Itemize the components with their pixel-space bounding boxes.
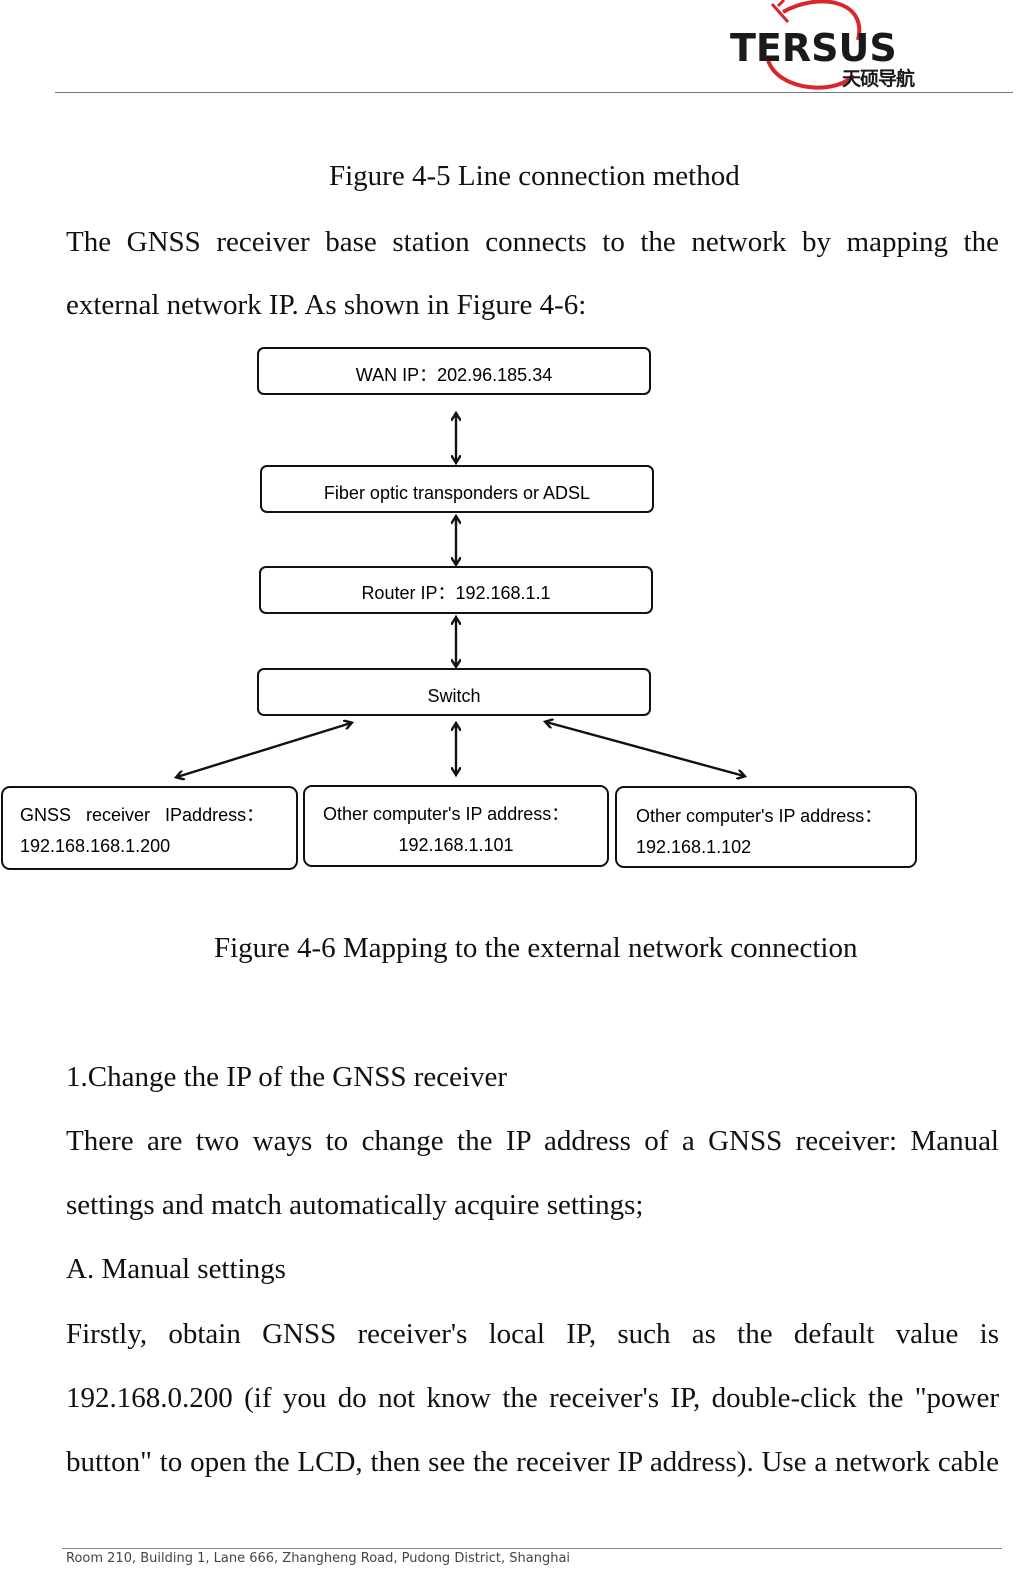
other-computer-1-label-line-1: Other computer's IP address： [323, 804, 569, 824]
paragraph-2-line-3: button" to open the LCD, then see the re… [66, 1446, 999, 1478]
intro-line-1: The GNSS receiver base station connects … [66, 226, 999, 258]
paragraph-2-line-1: Firstly, obtain GNSS receiver's local IP… [66, 1318, 999, 1350]
logo-chinese-name: 天硕导航 [842, 68, 915, 90]
figure-4-6-caption: Figure 4-6 Mapping to the external netwo… [214, 932, 858, 964]
router-ip-label: Router IP：192.168.1.1 [361, 583, 550, 603]
fiber-transponder-box [260, 465, 654, 513]
wan-ip-box [257, 347, 651, 395]
gnss-receiver-label-line-2: 192.168.168.1.200 [20, 836, 170, 856]
logo-wordmark: TERSUS [730, 26, 897, 70]
other-computer-1-label-line-2: 192.168.1.101 [398, 835, 513, 855]
sub-heading-manual-settings: A. Manual settings [66, 1253, 286, 1285]
footer-divider [62, 1548, 1002, 1549]
switch-box [257, 668, 651, 716]
other-computer-2-box [615, 786, 917, 868]
section-heading: 1.Change the IP of the GNSS receiver [66, 1061, 508, 1093]
router-ip-box [259, 566, 653, 614]
footer-address: Room 210, Building 1, Lane 666, Zhanghen… [66, 1551, 571, 1566]
other-computer-2-label-line-2: 192.168.1.102 [636, 837, 751, 857]
logo-swoosh-graphic [766, 0, 862, 90]
diagram-canvas: WAN IP：202.96.185.34 Fiber optic transpo… [1, 347, 917, 870]
paragraph-1-line-2: settings and match automatically acquire… [66, 1189, 644, 1221]
header-divider [55, 92, 1013, 93]
company-logo: TERSUS 天硕导航 [728, 0, 928, 92]
wan-ip-label: WAN IP：202.96.185.34 [356, 365, 552, 385]
intro-line-2: external network IP. As shown in Figure … [66, 289, 587, 321]
paragraph-1-line-1: There are two ways to change the IP addr… [66, 1125, 999, 1157]
gnss-receiver-label-line-1: GNSS receiver IPaddress： [20, 805, 264, 825]
other-computer-1-box [303, 785, 609, 867]
figure-4-5-caption: Figure 4-5 Line connection method [329, 160, 740, 192]
other-computer-2-label-line-1: Other computer's IP address： [636, 806, 882, 826]
paragraph-2-line-2: 192.168.0.200 (if you do not know the re… [66, 1382, 999, 1414]
switch-gnss-arrow [177, 723, 351, 777]
switch-label: Switch [427, 686, 480, 706]
switch-computer-2-arrow [546, 722, 744, 776]
network-mapping-diagram: WAN IP：202.96.185.34 Fiber optic transpo… [0, 340, 1023, 880]
fiber-transponder-label: Fiber optic transponders or ADSL [324, 483, 590, 503]
gnss-receiver-box [1, 786, 298, 870]
